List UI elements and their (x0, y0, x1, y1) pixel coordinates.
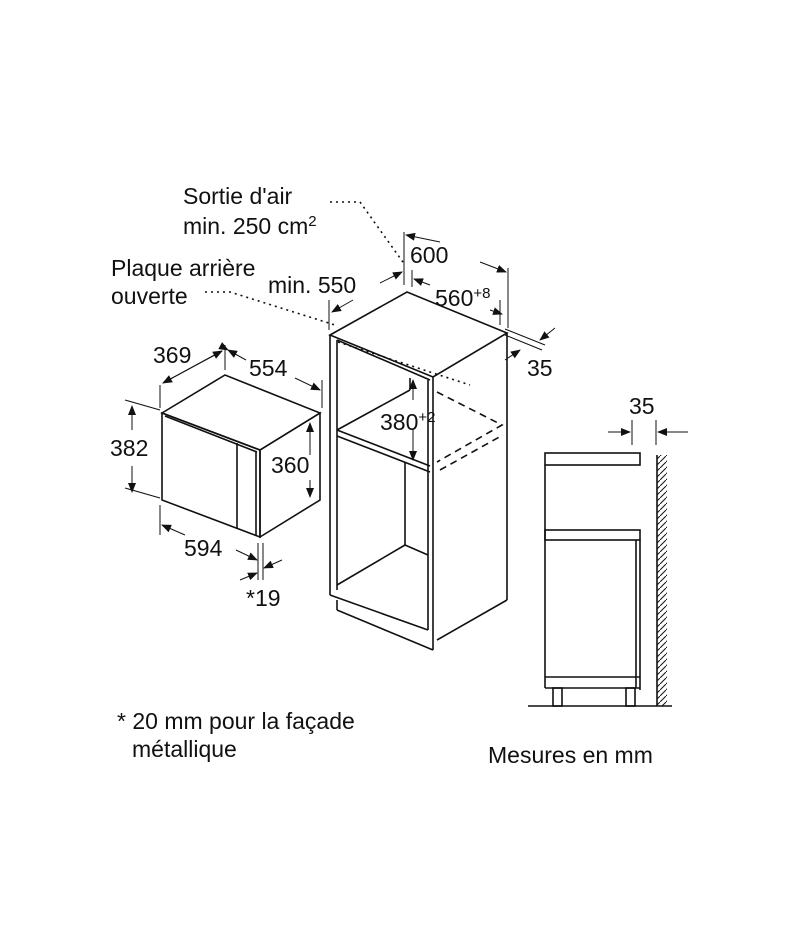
dim-cabinet-min-depth: min. 550 (268, 272, 357, 298)
footnote-line-2: métallique (132, 736, 237, 762)
dim-niche-width: 560+8 (435, 285, 490, 311)
back-panel-label: Plaque arrière (111, 255, 256, 281)
dim-microwave-inner-height: 360 (271, 452, 310, 478)
cabinet-drawing (328, 232, 556, 651)
footnote: * 20 mm pour la façade (117, 708, 355, 734)
back-panel-label-2: ouverte (111, 283, 188, 309)
air-outlet-area-label: min. 250 cm2 (183, 213, 317, 239)
air-outlet-label: Sortie d'air (183, 183, 293, 209)
side-view-drawing (528, 420, 688, 707)
niche-width-tolerance: +8 (473, 285, 491, 302)
dim-side-view-gap: 35 (629, 393, 655, 419)
niche-height-tolerance: +2 (418, 409, 436, 426)
dim-niche-height: 380+2 (380, 409, 435, 435)
air-outlet-area-text: min. 250 cm (183, 213, 309, 239)
niche-height-value: 380 (380, 409, 419, 435)
dim-back-gap: 35 (527, 355, 553, 381)
dim-microwave-side: 554 (249, 355, 288, 381)
dim-microwave-depth: 369 (153, 342, 192, 368)
microwave-drawing (124, 342, 323, 581)
dim-microwave-front: *19 (246, 585, 281, 611)
dim-cabinet-width: 600 (410, 242, 449, 268)
dim-microwave-width: 594 (184, 535, 223, 561)
air-outlet-area-sup: 2 (308, 213, 317, 230)
dim-microwave-height: 382 (110, 435, 149, 461)
units-note: Mesures en mm (488, 742, 653, 768)
niche-width-value: 560 (435, 285, 474, 311)
